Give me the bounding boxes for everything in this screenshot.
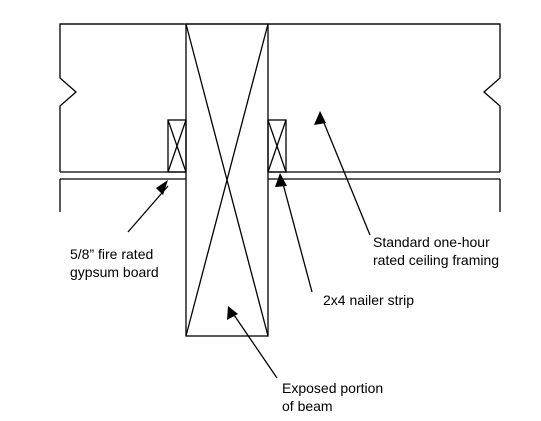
gypsum-board-right (268, 171, 500, 180)
leader-nailer (281, 179, 313, 293)
leader-framing (321, 117, 371, 236)
gypsum-board-left (60, 171, 186, 180)
arrowhead-framing (314, 111, 326, 125)
beam (185, 23, 269, 337)
label-gypsum-board: 5/8” fire rated gypsum board (70, 246, 159, 280)
arrowhead-nailer (275, 173, 287, 187)
right-framing-cavity (268, 23, 501, 172)
label-beam: Exposed portion of beam (282, 380, 384, 414)
arrowhead-beam (227, 306, 238, 320)
label-ceiling-framing: Standard one-hour rated ceiling framing (373, 234, 500, 268)
leader-gypsum (127, 185, 169, 233)
leader-beam (231, 311, 278, 379)
beam-cross-line-b (185, 23, 269, 337)
arrowhead-gypsum (156, 180, 168, 195)
nailer-strip-right (267, 119, 287, 173)
left-framing-cavity (59, 23, 184, 172)
label-nailer-strip: 2x4 nailer strip (323, 292, 415, 308)
nailer-strip-left (167, 119, 187, 173)
